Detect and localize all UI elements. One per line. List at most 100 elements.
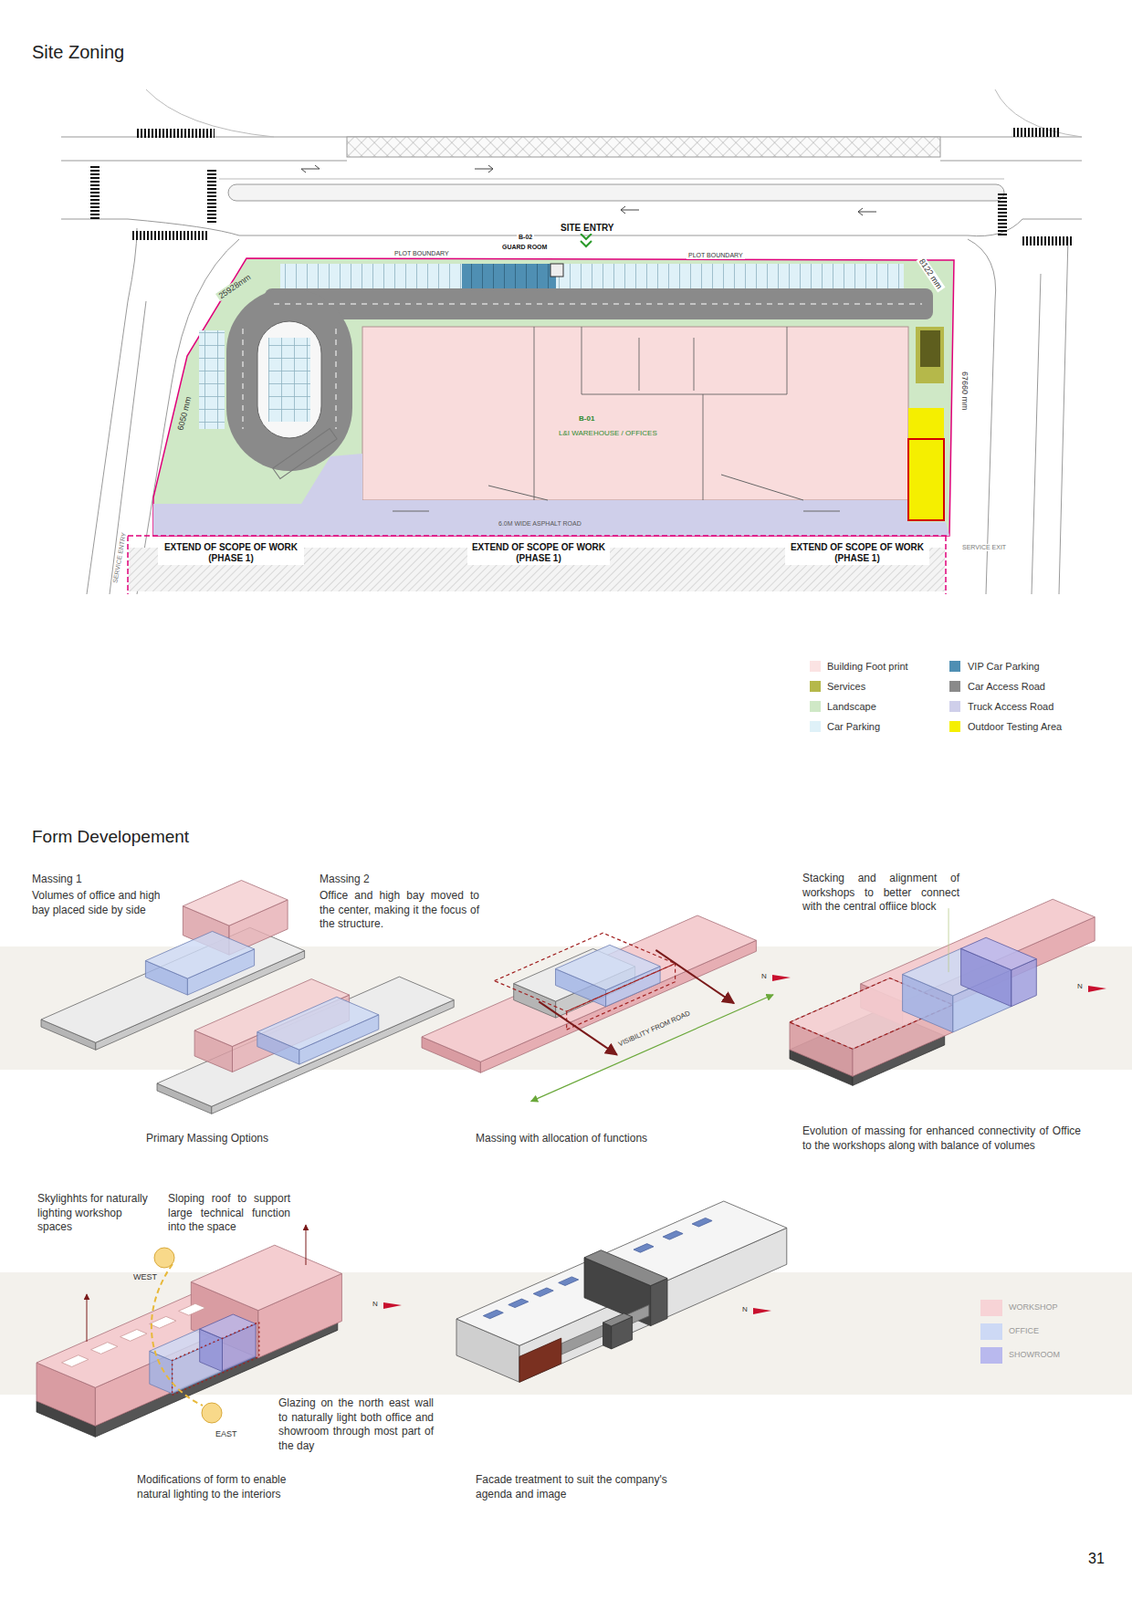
legend-swatch [980, 1299, 1003, 1317]
massing-face [421, 915, 756, 1062]
annotation-text: Sloping roof to support large technical … [167, 1192, 291, 1236]
massing-face [190, 1245, 342, 1311]
massing-face [157, 976, 454, 1107]
skylight [91, 1342, 118, 1355]
north-label: N [372, 1299, 378, 1310]
dotted-outline [172, 1322, 260, 1396]
zebra-crossing [132, 230, 209, 241]
scope-box: EXTEND OF SCOPE OF WORK (PHASE 1) [157, 540, 304, 566]
zebra-crossing [136, 128, 215, 138]
legend-swatch [980, 1323, 1003, 1341]
scope-boundary [127, 535, 950, 595]
guard-room [550, 263, 564, 277]
road-line [146, 89, 1082, 179]
section-heading: Form Developement [31, 826, 189, 849]
testing-outline [908, 439, 944, 521]
outdoor-testing-area [908, 408, 944, 521]
annotation-text: Glazing on the north east wall to natura… [278, 1396, 434, 1454]
road-median [228, 184, 1005, 201]
legend-text: Landscape [827, 700, 877, 713]
traffic-arrow [301, 165, 877, 216]
road-curb [86, 228, 240, 595]
north-arrow [753, 1308, 772, 1315]
plan-label: PLOT BOUNDARY [686, 251, 745, 260]
legend-swatch [949, 721, 961, 733]
truck-road [153, 453, 950, 536]
massing-face [182, 880, 288, 927]
north-arrow [383, 1302, 402, 1310]
road-island [257, 321, 322, 439]
car-parking [280, 263, 904, 289]
road-axis [531, 995, 774, 1102]
massing-face [199, 1314, 256, 1340]
services-equipment [920, 330, 941, 367]
paved-band [346, 136, 941, 158]
north-arrow [772, 974, 791, 982]
annotation-text: Evolution of massing for enhanced connec… [802, 1124, 1081, 1153]
zebra-crossing [997, 193, 1007, 236]
zebra-crossing [1013, 127, 1059, 137]
dashed-outline [494, 932, 676, 1012]
north-arrow [1088, 985, 1107, 993]
skylight [633, 1244, 654, 1254]
north-label: N [742, 1305, 748, 1315]
scope-text: EXTEND OF SCOPE OF WORK (PHASE 1) [471, 542, 607, 564]
visibility-arrow [655, 950, 734, 1004]
legend-swatch [809, 660, 821, 672]
plan-label: SITE ENTRY [558, 222, 617, 234]
shaded-parking [199, 330, 225, 430]
zebra-crossing [90, 166, 100, 220]
guide-line [948, 908, 950, 973]
legend-text: Truck Access Road [967, 700, 1054, 713]
legend-text: VIP Car Parking [967, 660, 1040, 673]
car-parking [268, 337, 311, 422]
skylight [691, 1217, 713, 1227]
plan-label: B-02 [516, 233, 535, 242]
annotation-text: Office and high bay moved to the center,… [319, 889, 480, 933]
skylight [533, 1288, 554, 1298]
page-number: 31 [1088, 1550, 1105, 1570]
annotation-text: Massing 2 [319, 872, 370, 888]
scope-text: EXTEND OF SCOPE OF WORK (PHASE 1) [161, 542, 301, 564]
legend-swatch [809, 681, 821, 692]
legend-swatch [949, 681, 961, 692]
skylight [558, 1277, 579, 1287]
zebra-crossing [207, 169, 217, 223]
annotation-text: Skylighhts for naturally lighting worksh… [37, 1192, 160, 1236]
truck-bay [272, 428, 337, 479]
massing-face [555, 944, 661, 991]
annotation-text: EAST [215, 1429, 238, 1441]
annotation-text: Stacking and alignment of workshops to b… [802, 871, 960, 915]
plan-label: L&I WAREHOUSE / OFFICES [556, 429, 660, 438]
massing-face [603, 1313, 633, 1327]
legend-text: SHOWROOM [1008, 1350, 1060, 1362]
site-plan [61, 89, 1082, 595]
legend-swatch [809, 721, 821, 733]
zebra-crossing [94, 132, 1073, 242]
skylight [178, 1303, 206, 1316]
annotation-text: WEST [133, 1272, 158, 1284]
car-road-loop [226, 288, 353, 472]
annotation-text: Primary Massing Options [146, 1132, 269, 1147]
zebra-crossing [1022, 236, 1073, 246]
building-footprint [362, 326, 909, 501]
skylight [120, 1330, 147, 1342]
legend-text: Car Access Road [967, 680, 1046, 693]
annotation-text: Facade treatment to suit the company's a… [475, 1473, 668, 1502]
plan-ground [61, 89, 1082, 595]
plan-label: GUARD ROOM [500, 243, 549, 252]
annotation-text: Modifications of form to enable natural … [136, 1473, 306, 1502]
sun-path [151, 1264, 203, 1406]
sun [154, 1247, 175, 1269]
section-heading: Site Zoning [31, 40, 125, 64]
north-label: N [761, 972, 767, 982]
services-area [915, 326, 944, 384]
skylight [149, 1316, 177, 1329]
plan-label: 67660 mm [960, 369, 970, 413]
legend-text: OFFICE [1008, 1326, 1039, 1338]
site-landscape [153, 258, 954, 536]
massing-face [603, 1322, 612, 1350]
entry-arrow [580, 233, 592, 247]
massing-face [584, 1250, 668, 1287]
